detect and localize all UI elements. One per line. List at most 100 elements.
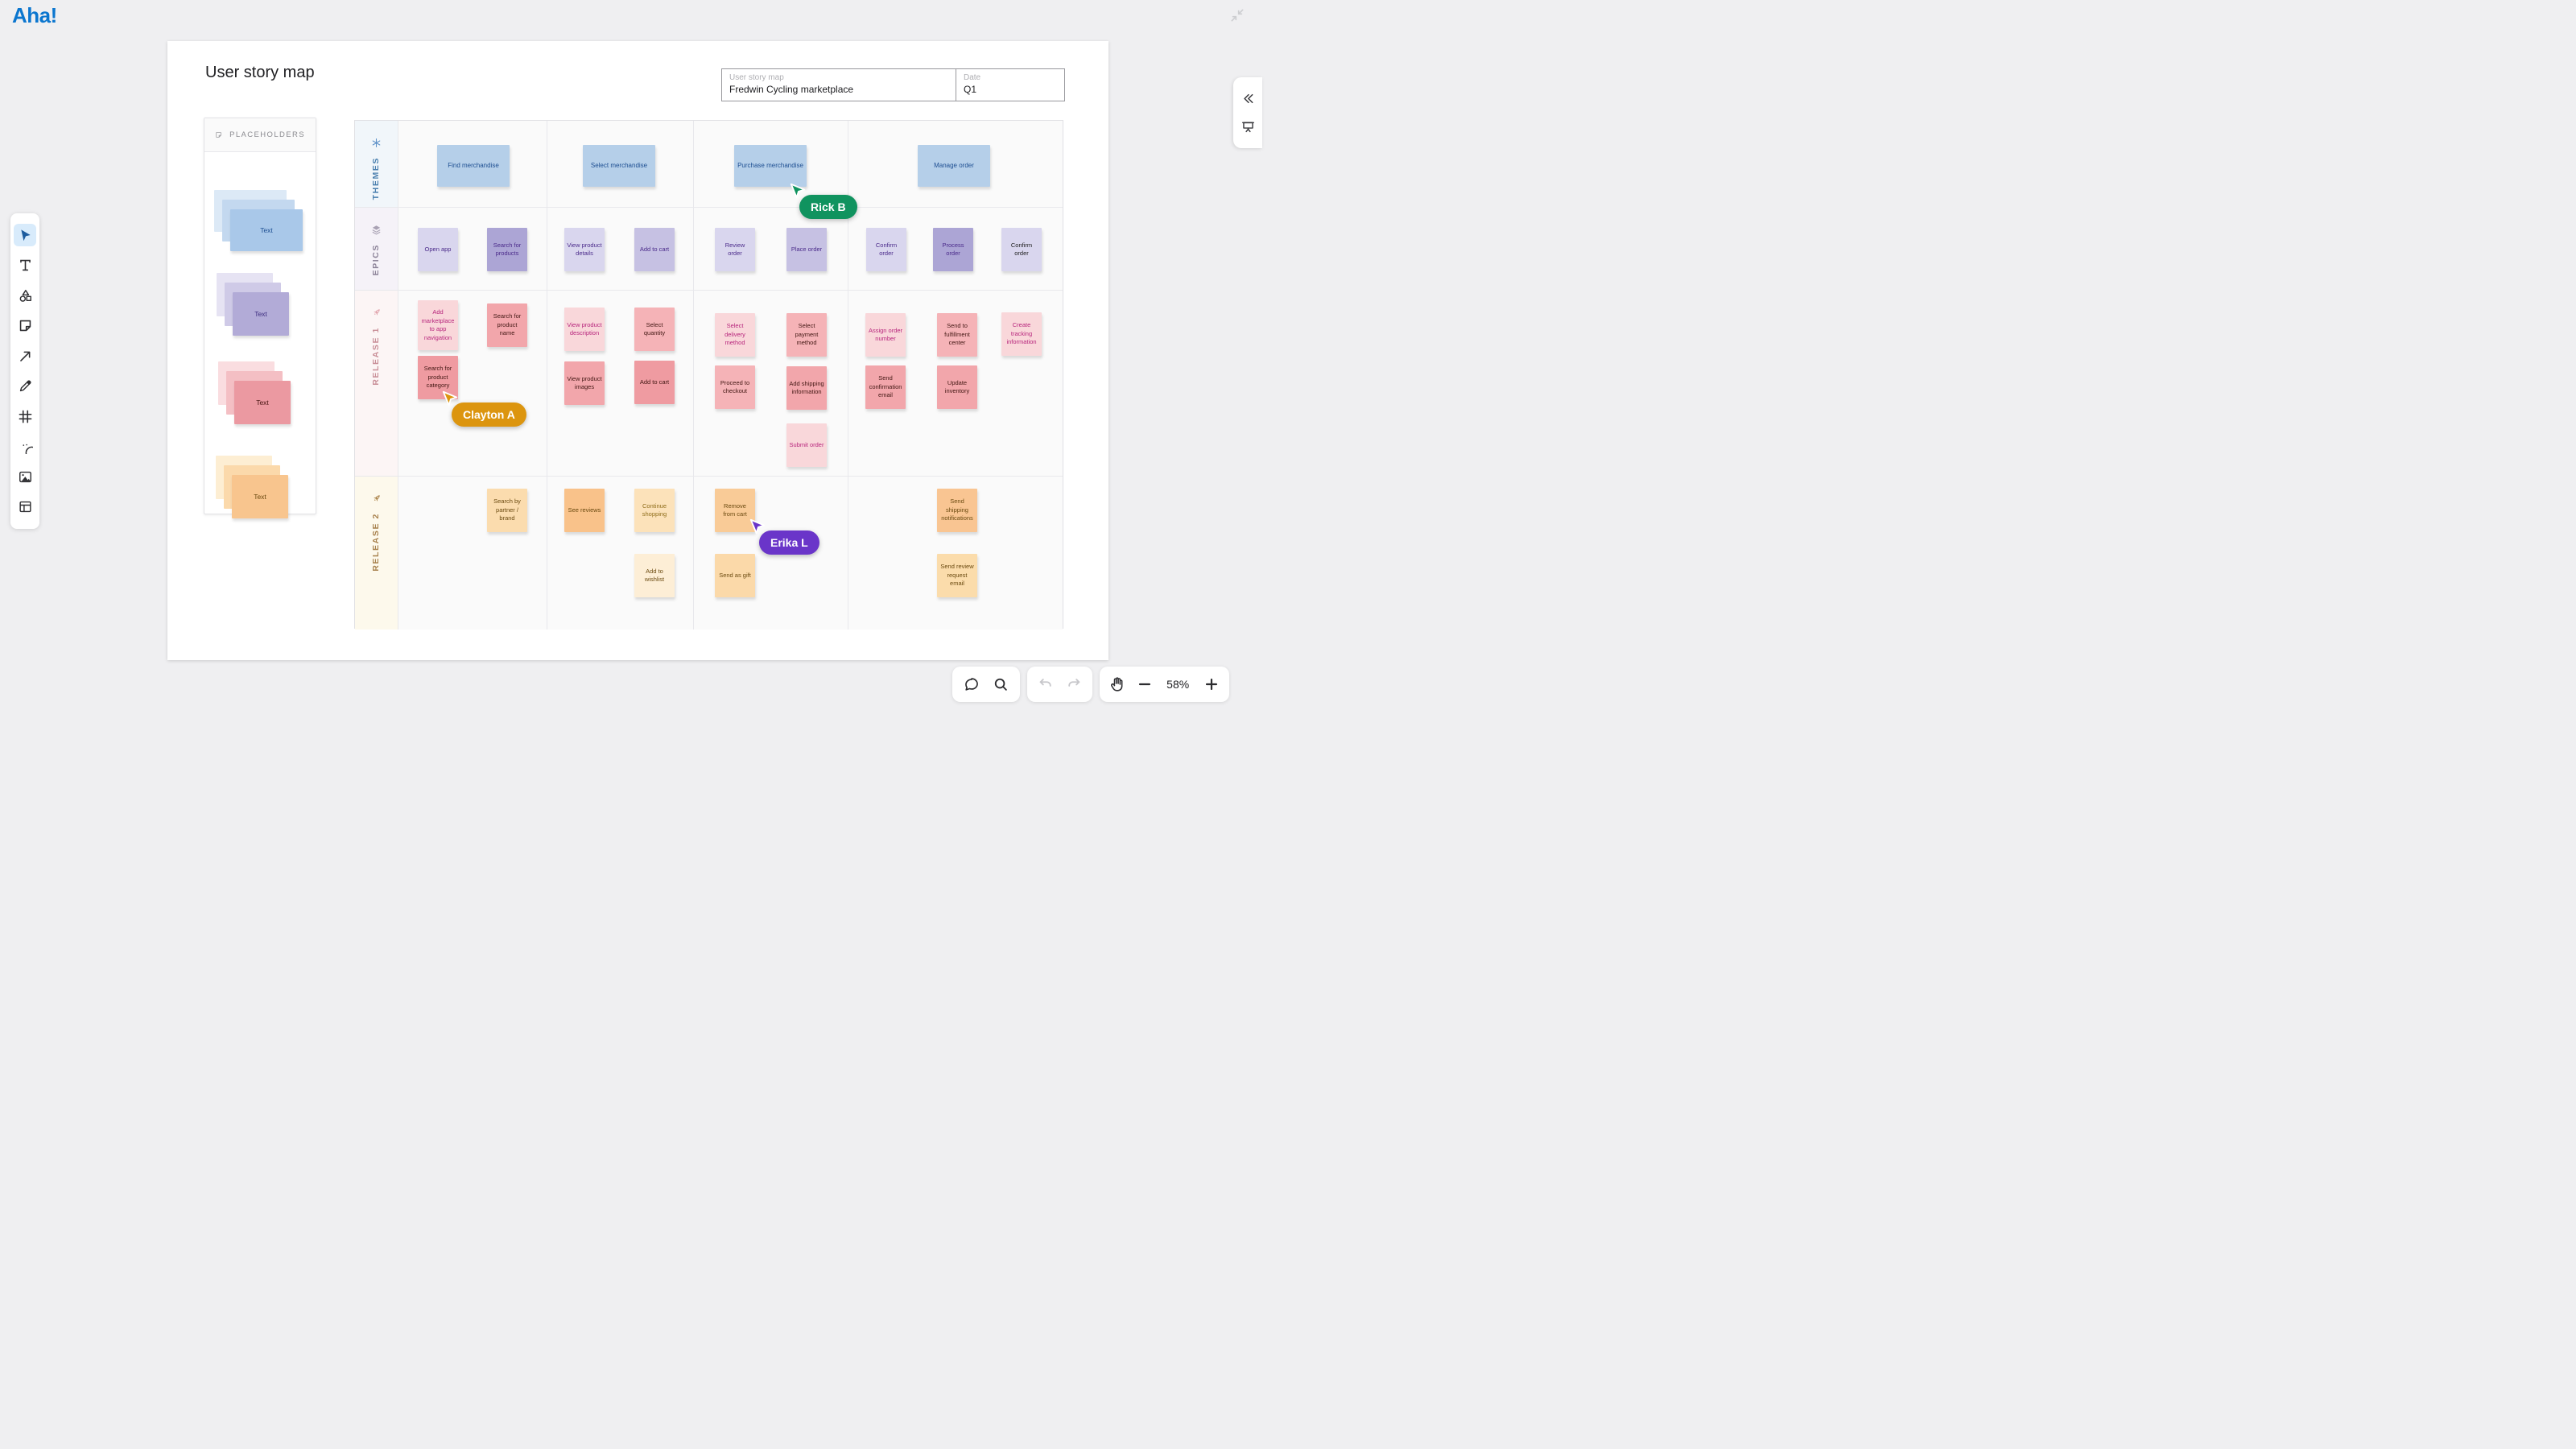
story-card[interactable]: Select delivery method <box>715 313 755 357</box>
placeholder-stack-purple[interactable]: Text <box>217 273 289 336</box>
story-card[interactable]: View product images <box>564 361 605 405</box>
tool-text[interactable] <box>14 254 36 277</box>
tool-frame[interactable] <box>14 405 36 427</box>
info-cell-name[interactable]: User story map Fredwin Cycling marketpla… <box>722 69 956 101</box>
story-card[interactable]: Confirm order <box>1001 228 1042 271</box>
story-card[interactable]: Add to cart <box>634 361 675 404</box>
placeholders-title: PLACEHOLDERS <box>229 130 305 139</box>
info-value: Fredwin Cycling marketplace <box>729 84 854 95</box>
story-card[interactable]: Place order <box>786 228 827 271</box>
info-cell-date[interactable]: Date Q1 <box>956 69 1064 101</box>
story-card[interactable]: Process order <box>933 228 973 271</box>
right-edge-panel <box>1233 77 1262 148</box>
story-card[interactable]: Select quantity <box>634 308 675 351</box>
story-card[interactable]: Remove from cart <box>715 489 755 532</box>
placeholders-header: PLACEHOLDERS <box>204 118 316 152</box>
cursor-name-badge: Rick B <box>799 195 857 219</box>
story-card[interactable]: Update inventory <box>937 365 977 409</box>
placeholder-stack-orange[interactable]: Text <box>216 456 288 518</box>
story-card[interactable]: Select payment method <box>786 313 827 357</box>
pen-icon <box>18 378 33 394</box>
app-logo[interactable]: Aha! <box>12 3 57 27</box>
story-card[interactable]: Continue shopping <box>634 489 675 532</box>
comments-button[interactable] <box>963 675 980 693</box>
story-card[interactable]: Send to fulfillment center <box>937 313 977 357</box>
story-card[interactable]: Assign order number <box>865 313 906 357</box>
tool-sticky-note[interactable] <box>14 315 36 337</box>
row-label-themes[interactable]: THEMES <box>355 121 398 207</box>
note-icon <box>18 318 33 333</box>
story-card[interactable]: Send confirmation email <box>865 365 906 409</box>
sticky-note-icon <box>215 129 222 141</box>
tool-image[interactable] <box>14 465 36 488</box>
zoom-out-button[interactable] <box>1136 675 1154 693</box>
frame-icon <box>18 409 33 424</box>
table-icon <box>18 499 33 514</box>
tool-table[interactable] <box>14 496 36 518</box>
story-card[interactable]: Open app <box>418 228 458 271</box>
story-card[interactable]: View product details <box>564 228 605 271</box>
story-card[interactable]: Add marketplace to app navigation <box>418 300 458 350</box>
placeholder-card-front: Text <box>230 209 303 251</box>
cursor-icon <box>18 228 33 243</box>
bottom-toolbar-group-view: 58% <box>1100 667 1229 702</box>
placeholder-stack-blue[interactable]: Text <box>214 190 303 251</box>
story-card[interactable]: Add to cart <box>634 228 675 271</box>
placeholder-card-front: Text <box>232 475 288 518</box>
collapse-sidebar-button[interactable] <box>1241 91 1256 106</box>
story-card[interactable]: View product description <box>564 308 605 351</box>
story-card-layer: Find merchandise Select merchandise Purcha… <box>354 120 1063 629</box>
story-card[interactable]: See reviews <box>564 489 605 532</box>
bottom-toolbar-group-history <box>1027 667 1092 702</box>
info-label: Date <box>964 73 981 82</box>
row-label-epics[interactable]: EPICS <box>355 208 398 290</box>
story-card[interactable]: Proceed to checkout <box>715 365 755 409</box>
tool-draw[interactable] <box>14 375 36 398</box>
row-label-release-1[interactable]: RELEASE 1 <box>355 291 398 476</box>
whiteboard-canvas[interactable]: User story map User story map Fredwin Cy… <box>167 41 1108 660</box>
story-card[interactable]: Select merchandise <box>583 145 655 187</box>
info-label: User story map <box>729 73 784 82</box>
tool-select[interactable] <box>14 224 36 247</box>
story-card[interactable]: Send as gift <box>715 554 755 597</box>
story-card[interactable]: Review order <box>715 228 755 271</box>
placeholder-stack-red[interactable]: Text <box>218 361 291 424</box>
pan-button[interactable] <box>1108 675 1126 693</box>
story-card[interactable]: Create tracking information <box>1001 312 1042 356</box>
story-card[interactable]: Search by partner / brand <box>487 489 527 532</box>
story-card[interactable]: Submit order <box>786 423 827 467</box>
undo-button <box>1037 675 1055 693</box>
story-card[interactable]: Search for products <box>487 228 527 271</box>
collapse-window-icon[interactable] <box>1229 7 1245 23</box>
story-card[interactable]: Search for product name <box>487 303 527 347</box>
zoom-in-button[interactable] <box>1203 675 1220 693</box>
story-card[interactable]: Send shipping notifications <box>937 489 977 532</box>
row-label-release-2[interactable]: RELEASE 2 <box>355 477 398 630</box>
cursor-arrow-icon <box>789 182 807 200</box>
story-card[interactable]: Search for product category <box>418 356 458 399</box>
story-card[interactable]: Manage order <box>918 145 990 187</box>
present-button[interactable] <box>1241 119 1256 134</box>
placeholder-card-front: Text <box>233 292 289 336</box>
tool-sticker[interactable] <box>14 436 36 458</box>
tool-shapes[interactable] <box>14 284 36 307</box>
info-value: Q1 <box>964 84 977 95</box>
zoom-search-button[interactable] <box>992 675 1009 693</box>
cursor-name-badge: Erika L <box>759 530 819 555</box>
rocket-icon <box>370 493 382 505</box>
story-card[interactable]: Add to wishlist <box>634 554 675 597</box>
story-card[interactable]: Send review request email <box>937 554 977 597</box>
story-card[interactable]: Find merchandise <box>437 145 510 187</box>
story-card[interactable]: Confirm order <box>866 228 906 271</box>
rocket-icon <box>370 307 382 319</box>
cursor-arrow-icon <box>749 518 766 535</box>
image-icon <box>18 469 33 485</box>
tool-connector[interactable] <box>14 345 36 367</box>
story-card[interactable]: Add shipping information <box>786 366 827 410</box>
text-icon <box>18 258 33 273</box>
cursor-name-badge: Clayton A <box>452 402 526 427</box>
arrow-icon <box>18 349 33 364</box>
story-card[interactable]: Purchase merchandise <box>734 145 807 187</box>
zoom-level-value: 58% <box>1166 678 1190 691</box>
